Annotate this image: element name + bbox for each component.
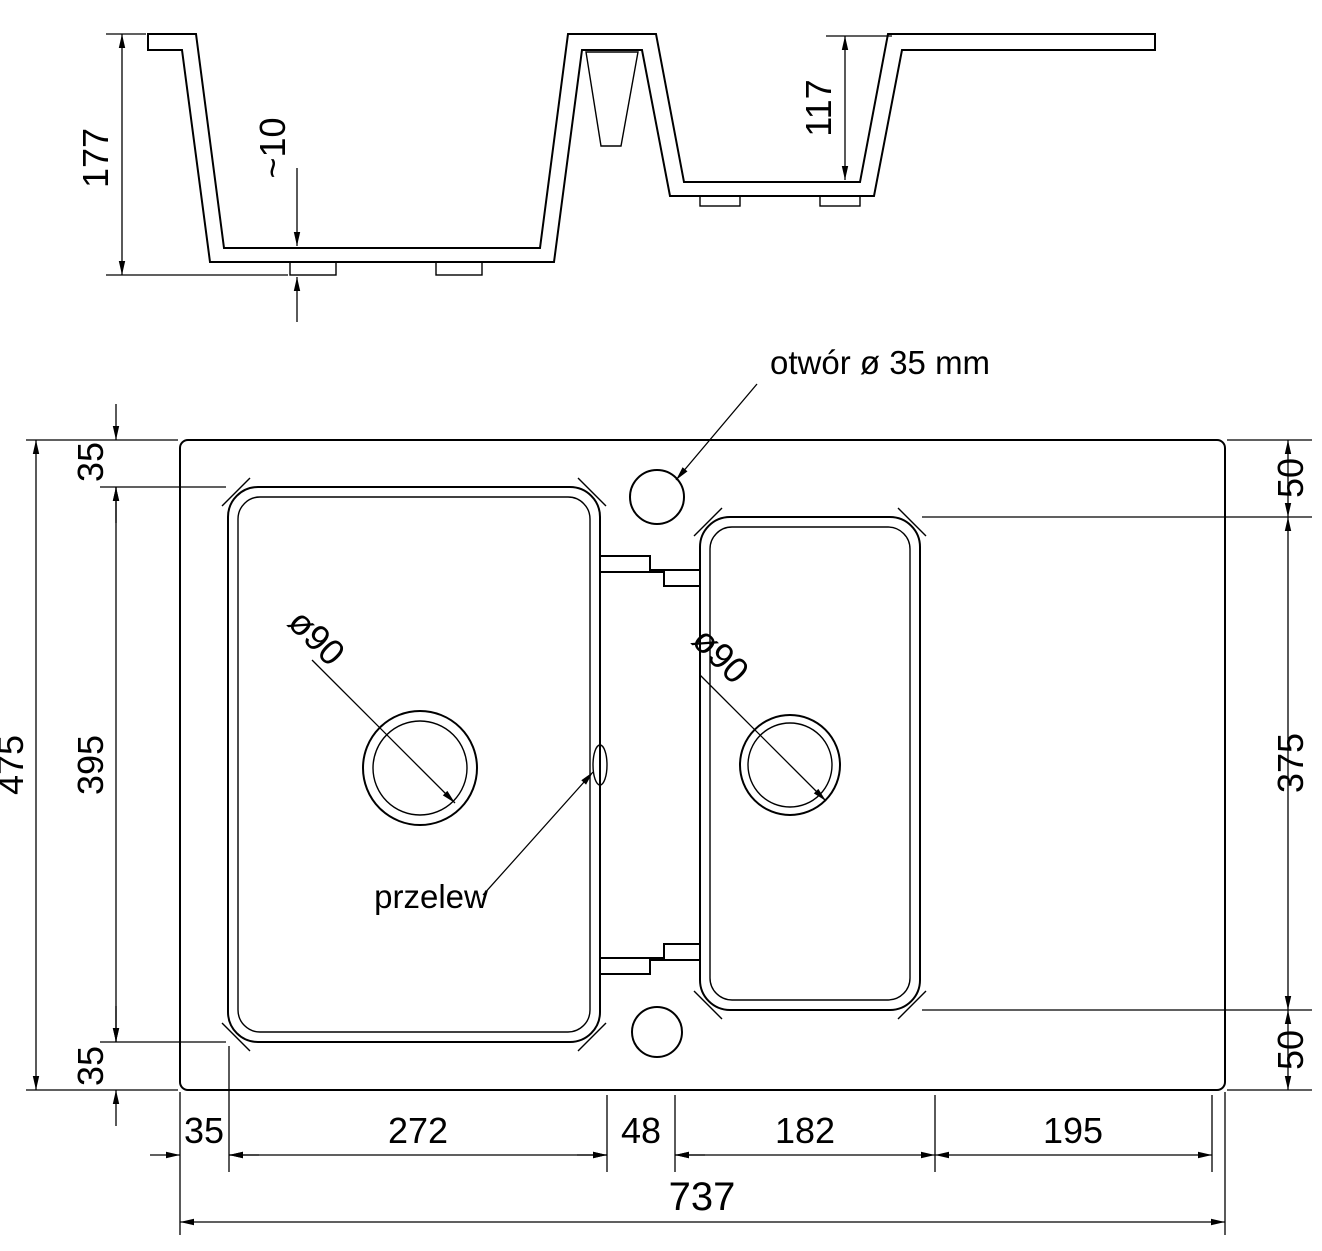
overflow-channel-section xyxy=(585,51,639,147)
dim-label-drain-right: ø90 xyxy=(684,619,757,692)
left-basin-outer xyxy=(227,486,601,1043)
left-dimensions: 475 35 395 35 xyxy=(0,404,226,1126)
dim-total-depth: 177 xyxy=(75,33,288,276)
basin-corner-ticks xyxy=(221,477,927,1052)
dim-label-737: 737 xyxy=(669,1175,736,1219)
dim-left-rim-bottom: 35 xyxy=(70,1006,120,1126)
dim-label-195: 195 xyxy=(1043,1110,1103,1151)
dim-label-10: ~10 xyxy=(252,117,293,178)
basin-foot xyxy=(699,195,741,207)
dim-label-395: 395 xyxy=(70,735,111,795)
cross-section-view: 177 ~10 117 xyxy=(75,33,1156,322)
dim-right-basin-depth: 117 xyxy=(798,35,892,180)
basin-foot xyxy=(289,261,337,276)
dim-label-48: 48 xyxy=(621,1110,661,1151)
basin-foot xyxy=(435,261,483,276)
plan-view: ø90 ø90 otwór ø 35 mm przelew xyxy=(179,344,1226,1091)
right-dimensions: 50 375 50 xyxy=(922,439,1312,1091)
dim-left-basin-height: 395 xyxy=(70,487,120,1042)
bottom-mount-hole xyxy=(631,1006,683,1058)
dim-total-width: 737 xyxy=(180,1175,1225,1226)
dim-label-182: 182 xyxy=(775,1110,835,1151)
dim-right-basin-height: 375 xyxy=(1270,517,1311,1010)
right-drain: ø90 xyxy=(684,619,841,816)
dim-bottom-gap: ~10 xyxy=(252,117,301,322)
dim-label-272: 272 xyxy=(388,1110,448,1151)
dim-right-rim-bottom: 50 xyxy=(1270,1010,1311,1090)
basin-foot xyxy=(819,195,861,207)
faucet-hole-label: otwór ø 35 mm xyxy=(770,344,990,381)
dim-bottom-rim: 35 xyxy=(150,1110,259,1159)
faucet-hole-annotation: otwór ø 35 mm xyxy=(675,344,990,481)
overflow-slot xyxy=(592,744,608,786)
dim-label-375: 375 xyxy=(1270,733,1311,793)
dim-bottom-gap: 48 xyxy=(577,1110,705,1159)
faucet-hole xyxy=(629,469,685,525)
dim-bottom-bowl-small: 182 xyxy=(675,1110,935,1159)
dim-label-177: 177 xyxy=(75,128,116,188)
right-basin-inner xyxy=(709,526,911,1001)
dim-label-117: 117 xyxy=(798,79,839,136)
dim-label-50-top: 50 xyxy=(1270,458,1311,498)
left-drain: ø90 xyxy=(280,601,478,826)
overflow-label: przelew xyxy=(374,878,488,915)
sink-section-profile xyxy=(147,33,1156,263)
right-basin-outer xyxy=(699,516,921,1011)
dim-total-height: 475 xyxy=(0,440,40,1090)
dim-label-35-row: 35 xyxy=(184,1110,224,1151)
dim-right-rim-top: 50 xyxy=(1270,440,1311,517)
dim-label-475: 475 xyxy=(0,735,31,795)
bottom-dimensions: 35 272 48 182 195 737 xyxy=(150,1046,1226,1235)
dim-label-35-bottom: 35 xyxy=(70,1046,111,1086)
sink-outline xyxy=(179,439,1226,1091)
left-basin-inner xyxy=(237,496,591,1033)
dim-left-rim-top: 35 xyxy=(70,404,120,523)
dim-label-50-bottom: 50 xyxy=(1270,1030,1311,1070)
dim-label-35-top: 35 xyxy=(70,442,111,482)
basin-channel xyxy=(600,555,700,975)
dim-bottom-bowl-large: 272 xyxy=(229,1110,607,1159)
dim-label-drain-left: ø90 xyxy=(280,601,353,674)
dim-bottom-drainer: 195 xyxy=(935,1110,1212,1159)
overflow-annotation: przelew xyxy=(374,771,594,915)
